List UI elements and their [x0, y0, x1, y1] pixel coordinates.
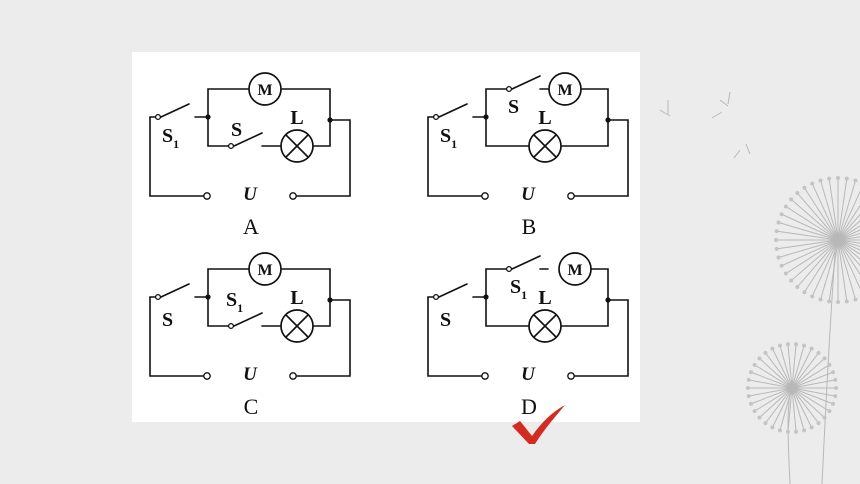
junction-dot — [483, 114, 489, 120]
lamp-symbol — [528, 309, 562, 343]
lamp-symbol — [280, 129, 314, 163]
branch-switch-pivot — [505, 85, 513, 93]
terminal-left — [481, 192, 489, 200]
terminal-left — [203, 192, 211, 200]
main-switch-pivot — [432, 113, 440, 121]
circuit-d: M L S S1 U D — [427, 252, 629, 419]
branch-switch-label: S — [231, 119, 242, 141]
junction-dot — [205, 294, 211, 300]
junction-dot — [605, 297, 611, 303]
branch-switch-pivot — [227, 322, 235, 330]
wires — [149, 88, 351, 197]
lamp-label: L — [538, 107, 551, 129]
terminal-left — [203, 372, 211, 380]
lamp-label: L — [538, 287, 551, 309]
junction-dot — [327, 117, 333, 123]
branch-switch-blade — [233, 312, 263, 327]
option-caption: B — [522, 214, 537, 239]
lamp-label: L — [290, 107, 303, 129]
branch-switch-blade — [511, 75, 541, 90]
main-switch-blade — [438, 283, 468, 298]
motor-symbol: M — [558, 252, 592, 286]
option-caption: A — [243, 214, 259, 239]
motor-symbol: M — [248, 252, 282, 286]
terminal-right — [567, 192, 575, 200]
motor-symbol: M — [548, 72, 582, 106]
motor-label: M — [567, 262, 582, 279]
branch-switch-label: S1 — [510, 276, 527, 302]
check-mark-icon — [512, 405, 565, 444]
voltage-label: U — [243, 364, 258, 385]
circuit-b: M L S1 S U B — [427, 72, 629, 239]
junction-dot — [483, 294, 489, 300]
wires — [427, 88, 629, 197]
motor-label: M — [257, 82, 272, 99]
terminal-right — [289, 372, 297, 380]
motor-label: M — [257, 262, 272, 279]
main-switch-blade — [438, 103, 468, 118]
branch-switch-label: S — [508, 96, 519, 118]
option-caption: D — [521, 394, 537, 419]
lamp-label: L — [290, 287, 303, 309]
dandelion-icon — [659, 91, 860, 484]
branch-switch-pivot — [505, 265, 513, 273]
terminal-right — [289, 192, 297, 200]
voltage-label: U — [521, 184, 536, 205]
motor-label: M — [557, 82, 572, 99]
main-switch-label: S1 — [162, 125, 179, 151]
main-switch-pivot — [154, 293, 162, 301]
junction-dot — [205, 114, 211, 120]
lamp-symbol — [280, 309, 314, 343]
terminal-right — [567, 372, 575, 380]
circuit-a: M L S1 S U A — [149, 72, 351, 239]
wires — [149, 268, 351, 377]
branch-switch-pivot — [227, 142, 235, 150]
terminal-left — [481, 372, 489, 380]
voltage-label: U — [243, 184, 258, 205]
main-switch-blade — [160, 283, 190, 298]
branch-switch-blade — [511, 255, 541, 270]
main-switch-blade — [160, 103, 190, 118]
motor-symbol: M — [248, 72, 282, 106]
circuit-panel — [132, 52, 640, 422]
junction-dot — [605, 117, 611, 123]
main-switch-label: S — [440, 309, 451, 331]
junction-dot — [327, 297, 333, 303]
main-switch-pivot — [154, 113, 162, 121]
circuit-c: M L S S1 U C — [149, 252, 351, 419]
lamp-symbol — [528, 129, 562, 163]
main-switch-pivot — [432, 293, 440, 301]
voltage-label: U — [521, 364, 536, 385]
option-caption: C — [244, 394, 259, 419]
branch-switch-label: S1 — [226, 289, 243, 315]
branch-switch-blade — [233, 132, 263, 147]
main-switch-label: S — [162, 309, 173, 331]
wires — [427, 268, 629, 377]
main-switch-label: S1 — [440, 125, 457, 151]
